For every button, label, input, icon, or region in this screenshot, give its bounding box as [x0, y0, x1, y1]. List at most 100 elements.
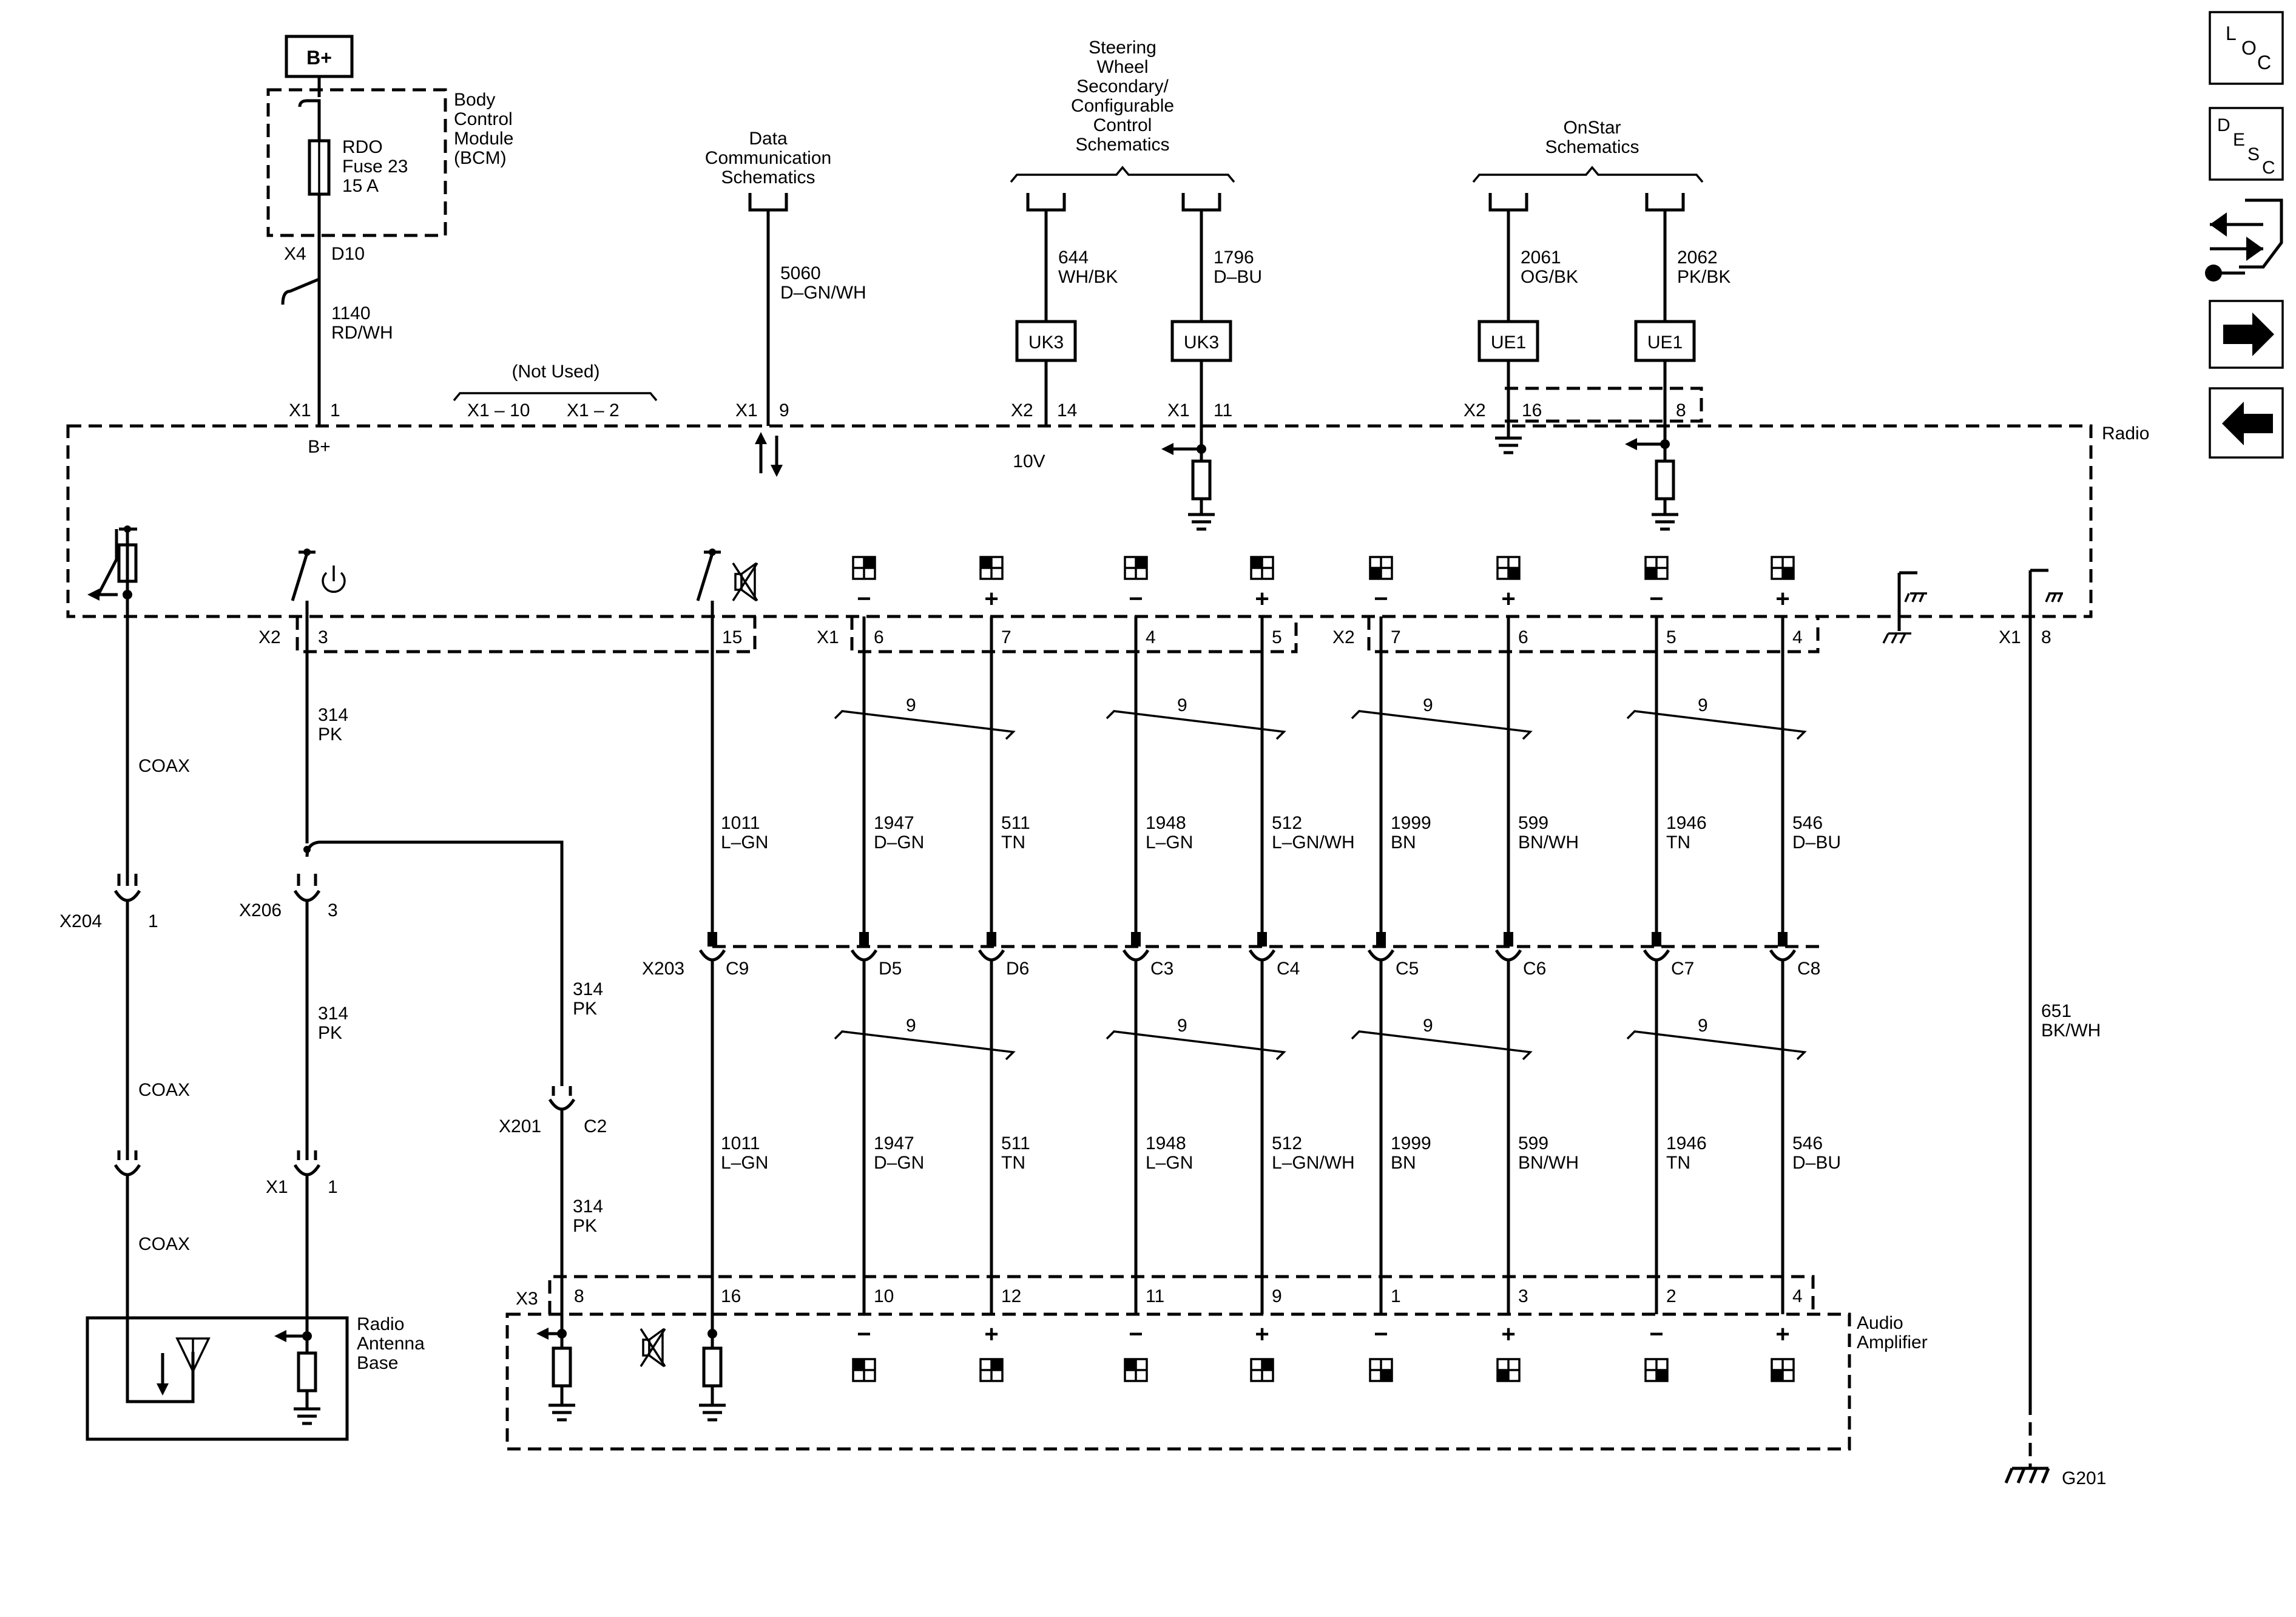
- wire-color: OG/BK: [1521, 267, 1578, 287]
- amp-pin: 11: [1146, 1286, 1164, 1306]
- x1-connector-dashed: [850, 616, 1298, 653]
- bcm-title-line: Body: [454, 90, 495, 110]
- g201-ground-icon: [2004, 1467, 2050, 1484]
- speaker-output-symbol-icon: [852, 556, 876, 580]
- arrow-left-icon: [2222, 402, 2273, 445]
- bcm-pin: D10: [331, 244, 365, 264]
- steering-header: Secondary/: [1076, 76, 1169, 96]
- amp-pin: 8: [574, 1286, 584, 1306]
- amp-pin: 9: [1272, 1286, 1282, 1306]
- fuse-label: 15 A: [342, 176, 379, 196]
- twist-label: 9: [906, 1016, 916, 1036]
- twisted-pair-marker: 9: [1106, 1016, 1286, 1061]
- polarity-sign: +: [1501, 586, 1515, 612]
- nav-connector-wrench-button[interactable]: [2205, 198, 2283, 282]
- polarity-sign: −: [857, 1321, 871, 1348]
- bidirectional-data-arrow-icon: [755, 432, 783, 477]
- connector-wrench-icon: [2205, 198, 2283, 282]
- pin-number: 6: [1518, 627, 1528, 647]
- connector-pin: C8: [1797, 959, 1820, 979]
- speaker-mute-icon: [640, 1328, 666, 1368]
- polarity-sign: −: [1649, 586, 1663, 612]
- onstar-header: Schematics: [1545, 137, 1639, 157]
- option-tag: UK3: [1015, 320, 1077, 362]
- steering-header: Steering: [1089, 38, 1156, 58]
- speaker-mute-icon: [732, 562, 758, 602]
- input-pullup-resistor: [1161, 443, 1212, 515]
- coax-label: COAX: [138, 1080, 190, 1100]
- nav-loc-button[interactable]: L O C: [2209, 11, 2284, 85]
- speaker-wire: [977, 616, 1005, 1314]
- connector-pin: 1: [328, 1177, 338, 1197]
- pin-connector: X1 – 10: [467, 400, 530, 420]
- power-icon: [322, 565, 346, 593]
- wire-color: L–GN/WH: [1272, 832, 1355, 852]
- wire-circuit: 512: [1272, 813, 1302, 833]
- chassis-ground-icon: [1882, 571, 1927, 644]
- speaker-wire: [1248, 616, 1276, 1314]
- speaker-wire: [1367, 616, 1395, 1314]
- speaker-output-symbol-icon: [1771, 1358, 1795, 1382]
- wire-color: TN: [1001, 1153, 1025, 1173]
- connector-pin: D6: [1006, 959, 1029, 979]
- x203-pin-c9: [698, 932, 726, 1334]
- pin-number: 8: [2041, 627, 2051, 647]
- loc-letter: L: [2226, 22, 2237, 44]
- desc-letter: D: [2217, 115, 2230, 135]
- speaker-output-symbol-icon: [1644, 556, 1669, 580]
- wire-color: D–GN: [874, 832, 924, 852]
- twist-label: 9: [1177, 1016, 1187, 1036]
- speaker-wire: [1122, 616, 1150, 1314]
- wire-circuit: 1796: [1214, 248, 1254, 268]
- radio-module-boundary: [66, 424, 2093, 618]
- twisted-pair-marker: 9: [1351, 695, 1533, 740]
- wire-circuit: 546: [1792, 1133, 1823, 1153]
- twisted-pair-marker: 9: [834, 1016, 1016, 1061]
- pin-connector: X2: [1332, 627, 1355, 647]
- audio-amplifier-boundary: [505, 1312, 1851, 1451]
- wire-circuit: 599: [1518, 813, 1548, 833]
- pin-number: 16: [1522, 400, 1542, 420]
- wire-color: BN/WH: [1518, 832, 1579, 852]
- wire-color: D–BU: [1792, 832, 1841, 852]
- wire-circuit: 644: [1058, 248, 1089, 268]
- fuse-label: Fuse 23: [342, 157, 408, 177]
- speaker-output-symbol-icon: [852, 1358, 876, 1382]
- wire-color: L–GN: [721, 832, 768, 852]
- option-tag-label: UE1: [1647, 333, 1683, 353]
- wire-color: RD/WH: [331, 323, 393, 343]
- pin-number: 4: [1792, 627, 1803, 647]
- twist-label: 9: [1698, 1016, 1708, 1036]
- connector-pin: C7: [1671, 959, 1694, 979]
- pin-connector: X2: [1011, 400, 1033, 420]
- antenna-icon: [175, 1337, 211, 1374]
- speaker-output-symbol-icon: [1124, 1358, 1148, 1382]
- pin-connector: X1: [1999, 627, 2021, 647]
- wire-circuit: 1947: [874, 813, 914, 833]
- connector-pin: 1: [148, 911, 158, 931]
- nav-next-button[interactable]: [2209, 300, 2284, 369]
- pin-number: 5: [1666, 627, 1676, 647]
- pin-number: 11: [1214, 400, 1232, 420]
- amp-title: Audio: [1857, 1313, 1903, 1333]
- amp-remote-input: [536, 1328, 575, 1422]
- pin-number: 7: [1001, 627, 1011, 647]
- twisted-pair-marker: 9: [834, 695, 1016, 740]
- polarity-sign: −: [1129, 1321, 1143, 1348]
- data-comm-header: Schematics: [721, 167, 815, 187]
- input-pullup-resistor: [1625, 438, 1675, 515]
- wire-circuit: 1140: [331, 303, 371, 323]
- pin-number: 6: [874, 627, 884, 647]
- polarity-sign: +: [1775, 586, 1789, 612]
- loc-letter: O: [2241, 37, 2257, 59]
- polarity-sign: −: [1129, 586, 1143, 612]
- speaker-output-symbol-icon: [979, 556, 1004, 580]
- speaker-wire: [1643, 616, 1670, 1314]
- wire-circuit: 5060: [780, 263, 821, 283]
- nav-previous-button[interactable]: [2209, 387, 2284, 459]
- antenna-title: Antenna: [357, 1334, 425, 1354]
- connector-pin: C2: [584, 1116, 607, 1136]
- nav-desc-button[interactable]: D E S C: [2209, 107, 2284, 181]
- wire-circuit: 599: [1518, 1133, 1548, 1153]
- wire-circuit: 511: [1001, 1133, 1030, 1153]
